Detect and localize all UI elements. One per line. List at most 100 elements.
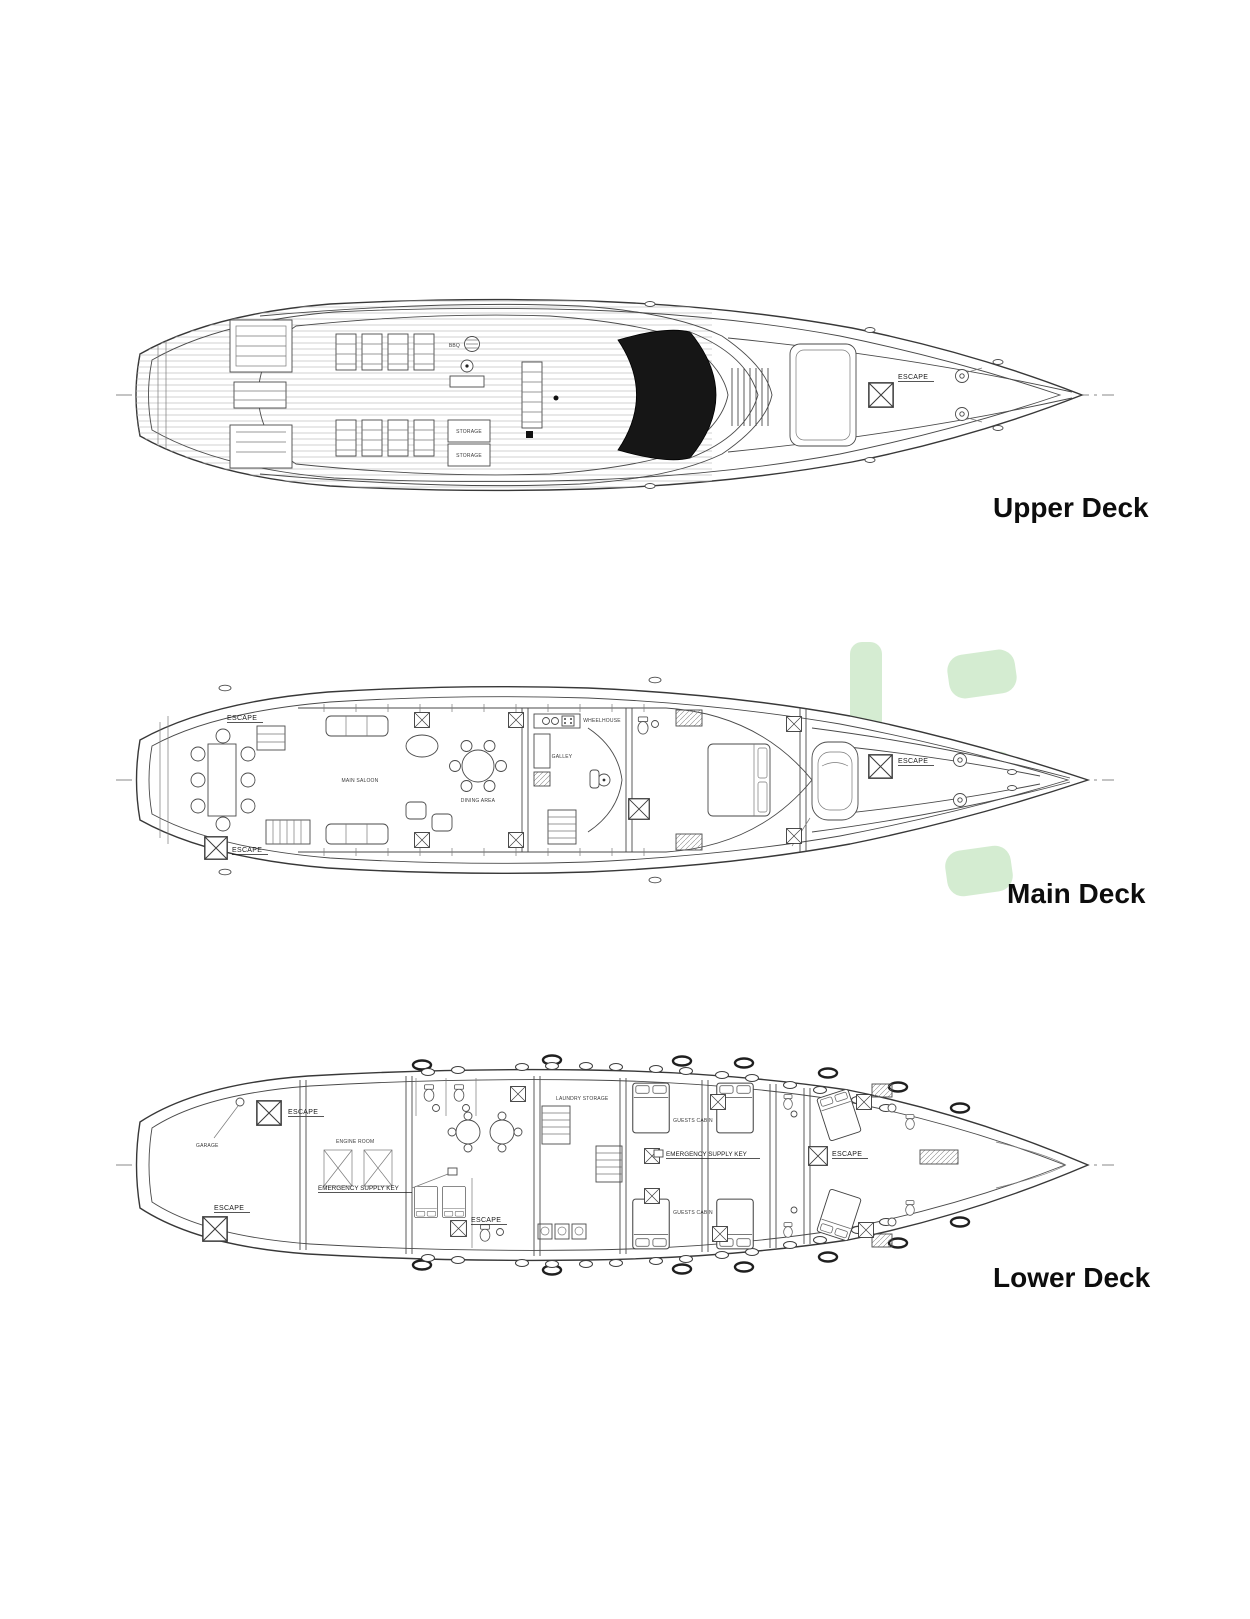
emergency-supply-key-label: EMERGENCY SUPPLY KEY [666, 1151, 748, 1158]
vent-grille [731, 368, 769, 426]
laundry-storage-label: LAUNDRY STORAGE [556, 1096, 609, 1102]
escape-fwd: ESCAPE [808, 1146, 868, 1166]
escape-label: ESCAPE [471, 1217, 501, 1224]
wheelhouse: WHEELHOUSE [583, 718, 623, 833]
emergency-supply-key-2: EMERGENCY SUPPLY KEY [318, 1167, 458, 1193]
watermark-leaf-1 [947, 649, 1017, 699]
deck-cleats [644, 301, 1004, 489]
escape-label: ESCAPE [898, 758, 928, 765]
galley-label: GALLEY [552, 754, 573, 760]
deck-title-main: Main Deck [1007, 878, 1146, 909]
hatch-xbox [414, 712, 430, 728]
deck-title-upper: Upper Deck [993, 492, 1149, 523]
hatch-xbox [710, 1094, 726, 1110]
flybridge-overhang [259, 303, 773, 487]
bow-sheer-lines [811, 727, 1071, 833]
aft-deck-dining [190, 728, 256, 832]
hatch-xbox [856, 1094, 872, 1110]
tinted-skylight [617, 329, 759, 461]
engine-room: ENGINE ROOM [323, 1139, 393, 1187]
escape-mid-bottom: ESCAPE [450, 1217, 507, 1237]
hatch-xbox [786, 716, 802, 732]
hatch-xbox [786, 828, 802, 844]
crew-bunk [442, 1185, 466, 1219]
main-saloon-label: MAIN SALOON [342, 778, 379, 784]
escape-label: ESCAPE [288, 1109, 318, 1116]
escape-hatch-xbox [868, 754, 893, 779]
escape-label: ESCAPE [898, 374, 928, 381]
storage-label: STORAGE [456, 429, 482, 435]
bow-winches [955, 367, 983, 423]
escape-hatch-xbox [202, 1216, 228, 1242]
engine-room-label: ENGINE ROOM [336, 1139, 374, 1145]
escape-hatch-xbox [808, 1146, 828, 1166]
escape-label: ESCAPE [832, 1151, 862, 1158]
bow-sheer-lines [727, 337, 1073, 453]
owners-cabin [675, 709, 771, 851]
stairs-and-laundry: LAUNDRY STORAGE [537, 1096, 623, 1240]
toilet-icon [783, 1094, 793, 1110]
escape-label: ESCAPE [227, 715, 257, 722]
escape-label: ESCAPE [214, 1205, 244, 1212]
forward-cabins [816, 1083, 959, 1248]
escape-aft-top: ESCAPE [227, 715, 286, 751]
deck-planking [136, 299, 712, 491]
toilet-icon [479, 1224, 491, 1242]
garage-area: GARAGE [196, 1097, 245, 1149]
foredeck-sunpad [789, 343, 857, 447]
day-head [628, 716, 659, 820]
escape-hatch-xbox [450, 1220, 467, 1237]
deck-cleats [218, 676, 662, 884]
mid-stairs [547, 809, 577, 845]
cabin-bulkheads [533, 1076, 811, 1256]
guests-cabin-label: GUESTS CABIN [673, 1118, 713, 1124]
transom-lines [159, 716, 169, 844]
escape-aft-bottom: ESCAPE [204, 836, 268, 860]
hatch-xbox [508, 712, 524, 728]
flybridge-stairs [521, 361, 559, 438]
escape-aft-bottom: ESCAPE [202, 1205, 250, 1242]
deck-title-lower: Lower Deck [993, 1262, 1151, 1293]
hatch-xbox [414, 832, 430, 848]
toilet-icon [905, 1200, 915, 1216]
escape-label: ESCAPE [232, 847, 262, 854]
hatch-xbox [508, 832, 524, 848]
hatch-xbox [858, 1222, 874, 1238]
garage-label: GARAGE [196, 1143, 219, 1149]
portholes [421, 1062, 893, 1268]
toilet-icon [637, 716, 649, 735]
shower-hatch-xbox [628, 798, 650, 820]
bulkhead [521, 708, 529, 852]
escape-hatch-upper: ESCAPE [868, 374, 934, 408]
storage-label: STORAGE [456, 453, 482, 459]
guests-cabin-label: GUESTS CABIN [673, 1210, 713, 1216]
toilet-icon [453, 1084, 465, 1102]
escape-hatch-bow: ESCAPE [868, 754, 934, 779]
bbq-and-mast: BBQ [449, 336, 485, 388]
dining-area: DINING AREA [449, 740, 507, 804]
main-deck-drawing: ESCAPE ESCAPE MAIN SALOON DINING A [116, 676, 1114, 884]
bbq-label: BBQ [449, 343, 460, 349]
crew-area [414, 1078, 526, 1248]
sun-loungers [335, 333, 435, 457]
bow-winches [953, 753, 1017, 807]
guest-bed [632, 1198, 670, 1250]
guest-cabins: GUESTS CABIN GUESTS CABIN [632, 1082, 798, 1250]
aft-stairs [265, 819, 311, 845]
bulkhead [799, 708, 807, 852]
stern-platform-lines [157, 340, 167, 450]
fairlead-ovals [411, 1054, 971, 1276]
lower-deck-drawing: GARAGE ESCAPE ESCAPE ENGINE ROOM [116, 1054, 1114, 1276]
crew-bunk [414, 1185, 438, 1219]
escape-hatch-xbox [868, 382, 894, 408]
emergency-supply-key-1: EMERGENCY SUPPLY KEY [653, 1149, 760, 1159]
escape-hatch-xbox [256, 1100, 282, 1126]
dining-area-label: DINING AREA [461, 798, 496, 804]
hatch-xbox [510, 1086, 526, 1102]
fwd-berth [919, 1149, 959, 1165]
bow-lines [995, 1141, 1067, 1189]
guest-bed [632, 1082, 670, 1134]
main-saloon: MAIN SALOON [325, 715, 453, 845]
emergency-supply-key-label: EMERGENCY SUPPLY KEY [318, 1185, 400, 1192]
